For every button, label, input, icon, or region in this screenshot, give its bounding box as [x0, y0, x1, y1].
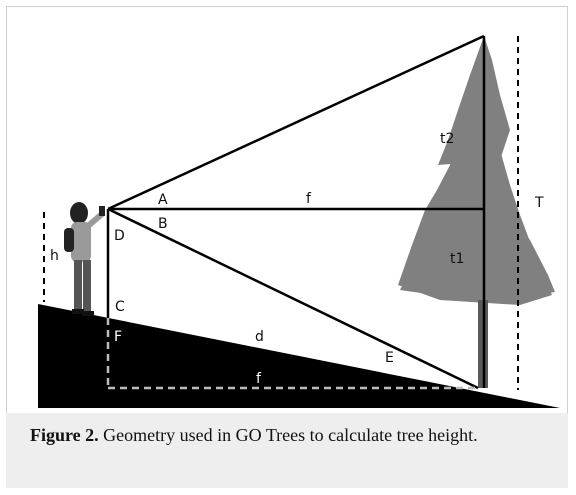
label-D: D [114, 228, 125, 244]
label-B: B [158, 216, 168, 232]
figure-caption: Figure 2. Geometry used in GO Trees to c… [30, 424, 500, 446]
geometry-lines [106, 34, 486, 390]
ground-slope [38, 304, 560, 408]
label-E: E [385, 350, 394, 366]
label-t2: t2 [440, 131, 454, 147]
line-to-tree-base [107, 207, 479, 390]
label-f-bottom: f [256, 371, 262, 387]
line-to-treetop [107, 34, 485, 211]
label-t1: t1 [450, 251, 464, 267]
label-f-top: f [306, 191, 312, 207]
label-C: C [115, 299, 125, 315]
caption-area [6, 413, 568, 488]
person-figure [64, 202, 105, 316]
label-F: F [114, 329, 122, 345]
caption-text: Geometry used in GO Trees to calculate t… [98, 425, 478, 445]
tree [398, 36, 555, 305]
caption-label: Figure 2. [30, 425, 99, 445]
ground-dashed-lines [106, 318, 478, 390]
label-d: d [255, 329, 264, 345]
label-T: T [534, 195, 544, 211]
label-h: h [50, 248, 59, 264]
label-A: A [158, 192, 168, 208]
